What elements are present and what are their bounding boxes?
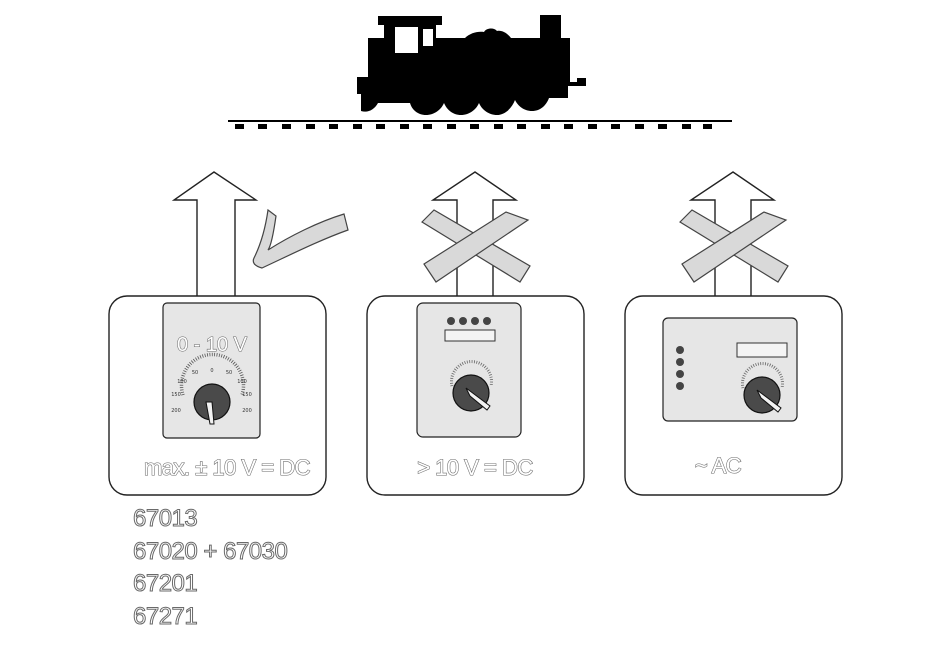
compatible-model-list: 67013 67020 + 67030 67201 67271 <box>133 503 287 633</box>
scale-tick-100-left: 100 <box>177 379 187 385</box>
steam-locomotive-silhouette-icon <box>357 15 586 115</box>
scale-tick-50-left: 50 <box>192 370 198 376</box>
display-window <box>737 343 787 357</box>
model-number: 67271 <box>133 601 287 634</box>
control-knob <box>744 377 781 413</box>
scale-tick-0: 0 <box>210 368 213 374</box>
panel-caption: ~ AC <box>695 453 742 478</box>
scale-tick-100-right: 100 <box>237 379 247 385</box>
scale-tick-200-left: 200 <box>171 408 181 414</box>
model-number: 67020 + 67030 <box>133 536 287 569</box>
panel-dc-10v: 0 - 10 V 0 50 50 100 100 150 150 200 200… <box>109 172 348 495</box>
device-voltage-label: 0 - 10 V <box>177 334 248 356</box>
check-mark-icon <box>253 210 348 268</box>
scale-tick-150-left: 150 <box>171 392 181 398</box>
panel-caption: max. ± 10 V = DC <box>144 455 311 480</box>
panel-dc-over-10v: > 10 V = DC <box>367 172 584 495</box>
arrow-connector-allowed <box>174 172 256 296</box>
rail-track-icon <box>228 121 732 129</box>
display-window <box>445 330 495 341</box>
model-number: 67201 <box>133 568 287 601</box>
scale-tick-200-right: 200 <box>242 408 252 414</box>
scale-tick-150-right: 150 <box>242 392 252 398</box>
control-knob <box>453 375 490 411</box>
dc-booster-device <box>417 303 521 437</box>
scale-tick-50-right: 50 <box>226 370 232 376</box>
model-number: 67013 <box>133 503 287 536</box>
panel-ac: ~ AC <box>625 172 842 495</box>
panel-caption: > 10 V = DC <box>417 455 533 480</box>
